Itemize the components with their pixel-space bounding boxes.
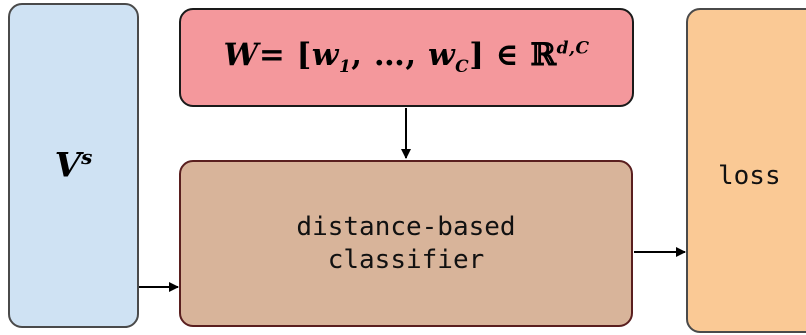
formula-set: ℝ — [530, 37, 557, 74]
formula-lhs: W — [223, 37, 259, 74]
source-superscript: s — [81, 145, 93, 170]
formula-middle: , …, — [351, 37, 428, 74]
classifier-box: distance-based classifier — [179, 160, 633, 327]
weight-matrix-formula: W= [w1, …, wC] ∈ ℝd,C — [224, 37, 590, 77]
formula-set-sup: d,C — [556, 39, 590, 60]
formula-w1: w — [311, 37, 339, 74]
formula-sub1: 1 — [338, 57, 352, 78]
loss-label: loss — [718, 161, 781, 191]
source-features-box: Vs — [8, 3, 139, 328]
classifier-label: distance-based classifier — [296, 212, 516, 275]
source-symbol: V — [54, 145, 82, 186]
loss-box: loss — [686, 8, 806, 333]
source-features-label: Vs — [55, 145, 93, 185]
formula-wc: w — [427, 37, 456, 74]
formula-close: ] ∈ — [469, 37, 531, 74]
weight-matrix-box: W= [w1, …, wC] ∈ ℝd,C — [179, 8, 634, 107]
formula-open: = [ — [258, 37, 312, 74]
formula-subc: C — [455, 57, 470, 78]
